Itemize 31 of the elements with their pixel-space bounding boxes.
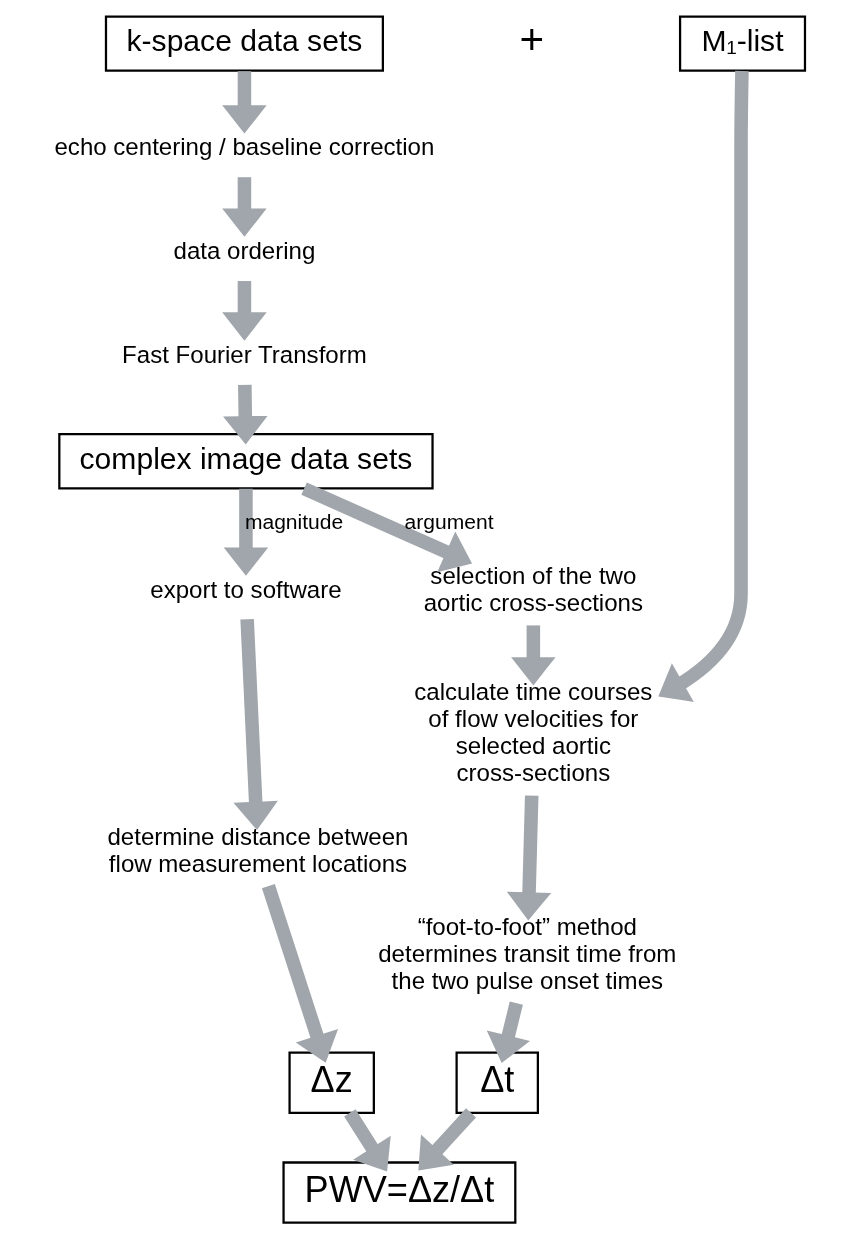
arrow <box>222 384 268 445</box>
arrow <box>261 884 338 1063</box>
arrow <box>506 795 551 921</box>
arrow <box>343 1109 391 1172</box>
node-box: Δz <box>287 1051 375 1114</box>
arrow <box>486 1001 530 1064</box>
arrow <box>221 177 267 237</box>
node-box: PWV=Δz/Δt <box>281 1161 516 1224</box>
node-box: complex image data sets <box>57 433 434 490</box>
node-box: M₁-list <box>678 15 806 72</box>
arrow <box>232 618 278 831</box>
arrow <box>417 1108 476 1171</box>
arrow <box>510 625 556 686</box>
node-text: determine distance between flow measurement locations <box>106 822 408 877</box>
arrow <box>300 482 472 573</box>
node-text: selection of the two aortic cross-sections <box>423 562 643 617</box>
arrow <box>221 281 267 341</box>
arrow <box>221 71 267 134</box>
node-box: Δt <box>455 1051 539 1114</box>
node-text: echo centering / baseline correction <box>53 133 434 161</box>
node-text: “foot-to-foot” method determines transit time from the two pulse onset times <box>377 912 676 995</box>
edge-label: magnitude <box>244 510 343 534</box>
node-box: k-space data sets <box>104 15 384 72</box>
node-text: data ordering <box>173 237 315 265</box>
arrow <box>657 70 749 702</box>
node-text: calculate time courses of flow velocities for selected aortic cross-sections <box>413 678 652 787</box>
arrow <box>223 488 268 576</box>
label: + <box>519 16 544 64</box>
node-text: Fast Fourier Transform <box>121 341 367 369</box>
node-text: export to software <box>149 575 342 603</box>
edge-label: argument <box>404 510 494 534</box>
